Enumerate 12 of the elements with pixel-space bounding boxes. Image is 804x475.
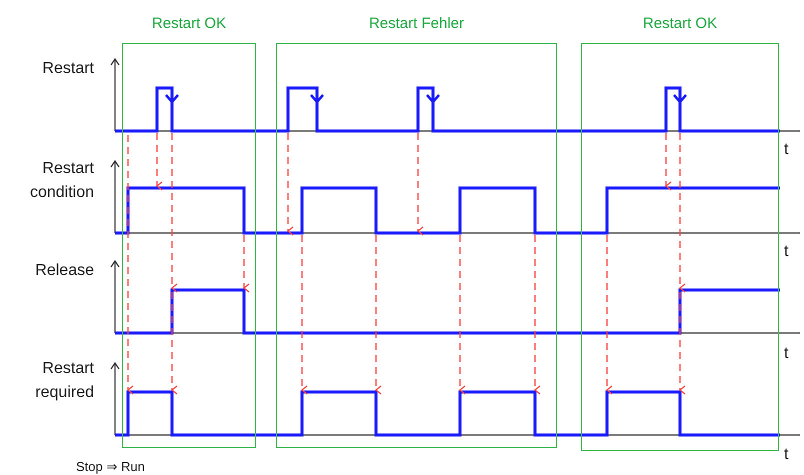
window-title: Restart Fehler — [368, 14, 464, 34]
signal-label: Release — [35, 262, 94, 279]
signal-label: t — [784, 243, 788, 260]
signal-label: Restart condition — [30, 160, 94, 201]
window-title: Restart OK — [642, 14, 718, 34]
signal-label: t — [784, 446, 788, 463]
signal-label: Restart — [42, 60, 94, 77]
window-title: Restart OK — [152, 14, 226, 34]
signal-label: t — [784, 345, 788, 362]
signal-label: Stop ⇒ Run — [76, 459, 145, 474]
signal-label: t — [784, 141, 788, 158]
signal-label: Restart required — [35, 360, 94, 401]
